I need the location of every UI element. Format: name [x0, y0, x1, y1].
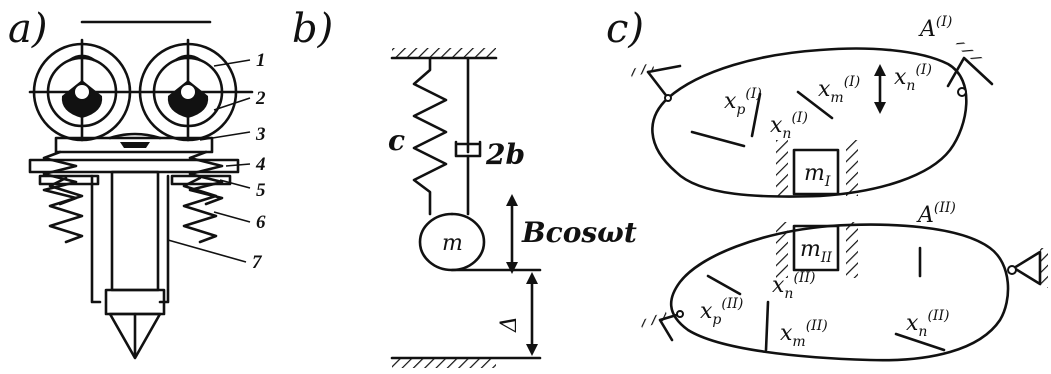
panel-b: b) c 2b m Bcosωt Δ: [292, 6, 637, 368]
upper-body-outline: [651, 47, 968, 198]
lower-body-label: A(II): [916, 200, 956, 228]
panel-c: c) xp(I) xm(I) xn(I) xn(I): [606, 6, 1048, 362]
spring-label: c: [388, 124, 405, 157]
excitation-label: Bcosωt: [521, 216, 637, 249]
lower-mass-label: mII: [800, 237, 832, 266]
upper-xp: xp(I): [724, 86, 762, 118]
lower-xm: xm(II): [780, 318, 828, 350]
damper-label: 2b: [485, 138, 525, 171]
label-7: 7: [252, 252, 263, 273]
lower-xn: xn(II): [772, 270, 815, 302]
label-2: 2: [255, 88, 266, 109]
mass-label: m: [442, 231, 463, 256]
panel-b-label: b): [292, 6, 333, 52]
lower-body-outline: [669, 223, 1010, 362]
panel-a-label: a): [8, 6, 47, 52]
upper-xm: xm(I): [818, 74, 860, 106]
lower-xn2: xn(II): [906, 308, 949, 340]
label-5: 5: [256, 180, 266, 201]
panel-c-label: c): [606, 6, 644, 52]
upper-xn2: xn(I): [894, 62, 932, 94]
label-4: 4: [255, 154, 266, 175]
lower-xp: xp(II): [700, 296, 743, 328]
left-eccentric-wheel: [32, 38, 132, 142]
upper-mass-label: mI: [804, 161, 831, 190]
upper-xn: xn(I): [770, 110, 808, 142]
gap-label: Δ: [497, 316, 522, 333]
panel-a: a): [8, 6, 266, 360]
label-1: 1: [256, 50, 266, 71]
right-eccentric-wheel: [138, 38, 238, 142]
label-3: 3: [255, 124, 266, 145]
upper-body-label: A(I): [918, 14, 952, 42]
label-6: 6: [256, 212, 266, 233]
